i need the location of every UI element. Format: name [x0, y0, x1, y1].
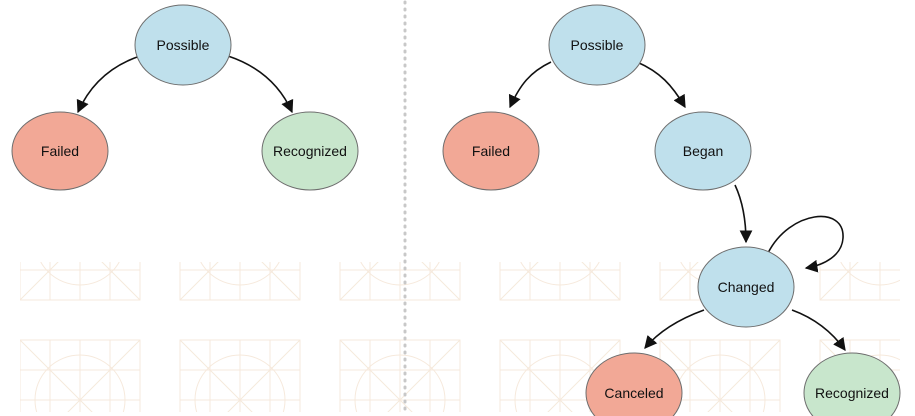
state-possible-right: Possible [548, 4, 646, 86]
state-changed-label: Changed [718, 279, 775, 295]
edge-changed-to-recognized [791, 309, 846, 352]
state-possible-right-label: Possible [571, 37, 624, 53]
edge-changed-self-loop [767, 215, 844, 273]
state-possible-label: Possible [157, 37, 210, 53]
edge-changed-to-canceled [644, 309, 705, 349]
state-failed-label: Failed [41, 143, 79, 159]
state-changed: Changed [697, 246, 795, 328]
edge-possible-to-recognized [227, 55, 294, 114]
state-failed: Failed [11, 111, 109, 191]
edge-possible-to-failed [76, 55, 141, 114]
left-diagram: Possible Failed Recognized [11, 4, 359, 191]
state-recognized-right-label: Recognized [815, 385, 889, 401]
state-recognized-right: Recognized [803, 352, 901, 416]
edge-possible-to-failed-right [508, 61, 552, 109]
state-failed-right: Failed [442, 111, 540, 191]
right-diagram: Possible Failed Began Changed Canceled R… [442, 4, 901, 416]
state-began-label: Began [683, 143, 723, 159]
state-failed-right-label: Failed [472, 143, 510, 159]
edge-began-to-changed [734, 184, 753, 244]
state-recognized: Recognized [261, 111, 359, 191]
state-canceled-label: Canceled [604, 385, 663, 401]
state-possible: Possible [134, 4, 232, 86]
state-recognized-label: Recognized [273, 143, 347, 159]
edge-possible-to-began [636, 61, 686, 109]
state-canceled: Canceled [585, 352, 683, 416]
state-began: Began [654, 111, 752, 191]
